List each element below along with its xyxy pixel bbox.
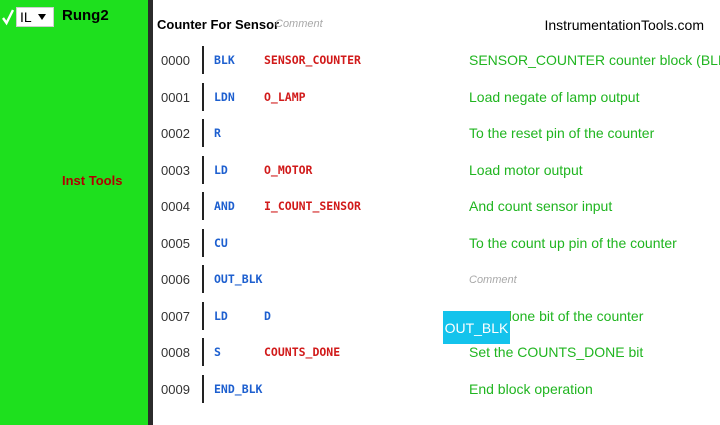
instruction-comment[interactable]: Load motor output xyxy=(469,161,583,178)
instruction-comment[interactable]: Load done bit of the counter xyxy=(469,307,644,324)
instruction-comment[interactable]: Load negate of lamp output xyxy=(469,88,640,105)
opcode[interactable]: CU xyxy=(214,235,228,250)
rung-comment[interactable]: Comment xyxy=(275,18,323,30)
instruction-comment[interactable]: SENSOR_COUNTER counter block (BLK) xyxy=(469,52,720,68)
opcode[interactable]: R xyxy=(214,126,221,140)
instruction-row[interactable]: 0008 S COUNTS_DONE Set the COUNTS_DONE b… xyxy=(153,334,720,371)
operand[interactable]: I_COUNT_SENSOR xyxy=(264,199,361,213)
row-separator xyxy=(202,192,204,220)
instruction-comment[interactable]: To the reset pin of the counter xyxy=(469,125,655,141)
site-watermark: InstrumentationTools.com xyxy=(544,17,704,33)
instruction-tooltip: OUT_BLK xyxy=(443,311,510,344)
instruction-comment[interactable]: Comment xyxy=(469,274,517,286)
rung-name: Rung2 xyxy=(62,7,109,24)
instruction-list: 0000 BLK SENSOR_COUNTER SENSOR_COUNTER c… xyxy=(153,42,720,407)
opcode[interactable]: LDN xyxy=(214,89,235,104)
operand[interactable]: COUNTS_DONE xyxy=(264,345,341,359)
instruction-row[interactable]: 0006 OUT_BLK Comment xyxy=(153,261,720,298)
opcode[interactable]: AND xyxy=(214,199,235,213)
opcode[interactable]: OUT_BLK xyxy=(214,272,263,286)
row-separator xyxy=(202,82,204,111)
row-separator xyxy=(202,338,204,366)
row-separator xyxy=(202,301,204,330)
line-number: 0005 xyxy=(161,235,190,251)
opcode[interactable]: BLK xyxy=(214,53,235,67)
line-number: 0001 xyxy=(161,89,190,105)
operand[interactable]: SENSOR_COUNTER xyxy=(264,53,361,67)
language-select[interactable]: IL xyxy=(16,7,54,27)
instruction-comment[interactable]: Set the COUNTS_DONE bit xyxy=(469,344,644,360)
opcode[interactable]: S xyxy=(214,345,221,359)
brand-label: Inst Tools xyxy=(62,173,123,188)
instruction-comment[interactable]: End block operation xyxy=(469,380,593,397)
instruction-comment[interactable]: To the count up pin of the counter xyxy=(469,234,677,251)
row-separator xyxy=(202,374,204,403)
row-separator xyxy=(202,46,204,74)
instruction-row[interactable]: 0004 AND I_COUNT_SENSOR And count sensor… xyxy=(153,188,720,225)
row-separator xyxy=(202,228,204,257)
opcode[interactable]: END_BLK xyxy=(214,381,263,396)
operand[interactable]: O_LAMP xyxy=(264,89,306,104)
instruction-row[interactable]: 0005 CU To the count up pin of the count… xyxy=(153,225,720,262)
instruction-row[interactable]: 0009 END_BLK End block operation xyxy=(153,371,720,408)
check-icon xyxy=(2,9,14,26)
instruction-row[interactable]: 0000 BLK SENSOR_COUNTER SENSOR_COUNTER c… xyxy=(153,42,720,79)
opcode[interactable]: LD xyxy=(214,308,228,323)
line-number: 0000 xyxy=(161,53,190,68)
line-number: 0004 xyxy=(161,199,190,214)
line-number: 0009 xyxy=(161,381,190,397)
instruction-comment[interactable]: And count sensor input xyxy=(469,198,613,214)
row-separator xyxy=(202,119,204,147)
operand[interactable]: O_MOTOR xyxy=(264,162,313,177)
rung-sidebar: IL Rung2 Inst Tools xyxy=(0,0,148,425)
rung-title[interactable]: Counter For Sensor xyxy=(157,17,280,32)
panel-divider xyxy=(148,0,153,425)
instruction-row[interactable]: 0001 LDN O_LAMP Load negate of lamp outp… xyxy=(153,79,720,116)
line-number: 0003 xyxy=(161,162,190,178)
instruction-row[interactable]: 0002 R To the reset pin of the counter xyxy=(153,115,720,152)
opcode[interactable]: LD xyxy=(214,162,228,177)
line-number: 0008 xyxy=(161,345,190,360)
row-separator xyxy=(202,155,204,184)
chevron-down-icon xyxy=(37,14,46,20)
line-number: 0006 xyxy=(161,272,190,287)
row-separator xyxy=(202,265,204,293)
language-value: IL xyxy=(20,9,32,25)
line-number: 0007 xyxy=(161,308,190,324)
line-number: 0002 xyxy=(161,126,190,141)
operand[interactable]: D xyxy=(264,308,271,323)
instruction-row[interactable]: 0003 LD O_MOTOR Load motor output xyxy=(153,152,720,189)
instruction-row[interactable]: 0007 LD D Load done bit of the counter xyxy=(153,298,720,335)
